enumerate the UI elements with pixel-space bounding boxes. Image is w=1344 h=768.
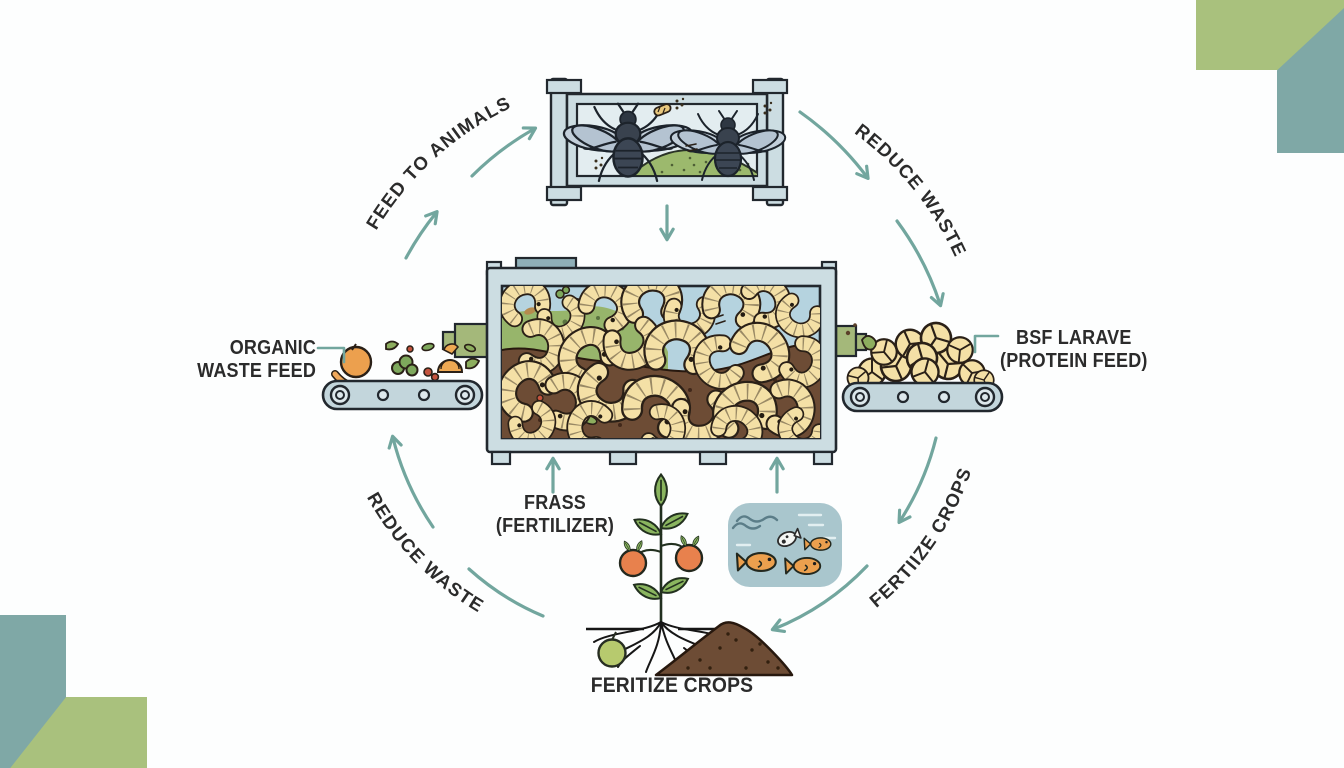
- organic-waste-feed-label: ORGANIC WASTE FEED: [197, 337, 316, 382]
- conveyor-belt-icon: [841, 381, 1004, 413]
- bsf-larvae-bracket: [973, 334, 1000, 354]
- soil-pile-speckles: [686, 632, 780, 670]
- organic-waste-conveyor: [321, 340, 484, 411]
- frass-fertilizer-label: FRASS (FERTILIZER): [495, 492, 615, 537]
- organic-waste-bracket: [316, 346, 346, 364]
- bsf-larvae-protein-feed-label: BSF LARAVE (PROTEIN FEED): [1000, 327, 1148, 372]
- fertilize-crops-label: FERITIZE CROPS: [590, 674, 754, 697]
- fly-enclosure: [545, 77, 789, 207]
- fly-eggs-icon: [594, 97, 773, 170]
- apple-icon: [597, 638, 627, 668]
- fish-tank-icon: [728, 503, 842, 587]
- larvae-bin: [441, 256, 868, 466]
- cycle-arrows: [387, 110, 945, 634]
- arc-label-feed-to-animals: FEED TO ANIMALS: [362, 92, 515, 233]
- soil-pile-icon: [654, 621, 794, 677]
- bin-outlet-pipe: [834, 324, 858, 358]
- compost-bit: [861, 335, 877, 351]
- larvae-pile-icon: [842, 317, 998, 394]
- larvae-harvest-conveyor: [841, 317, 1004, 413]
- conveyor-belt-icon: [321, 379, 484, 411]
- white-fish-icon: [777, 527, 802, 548]
